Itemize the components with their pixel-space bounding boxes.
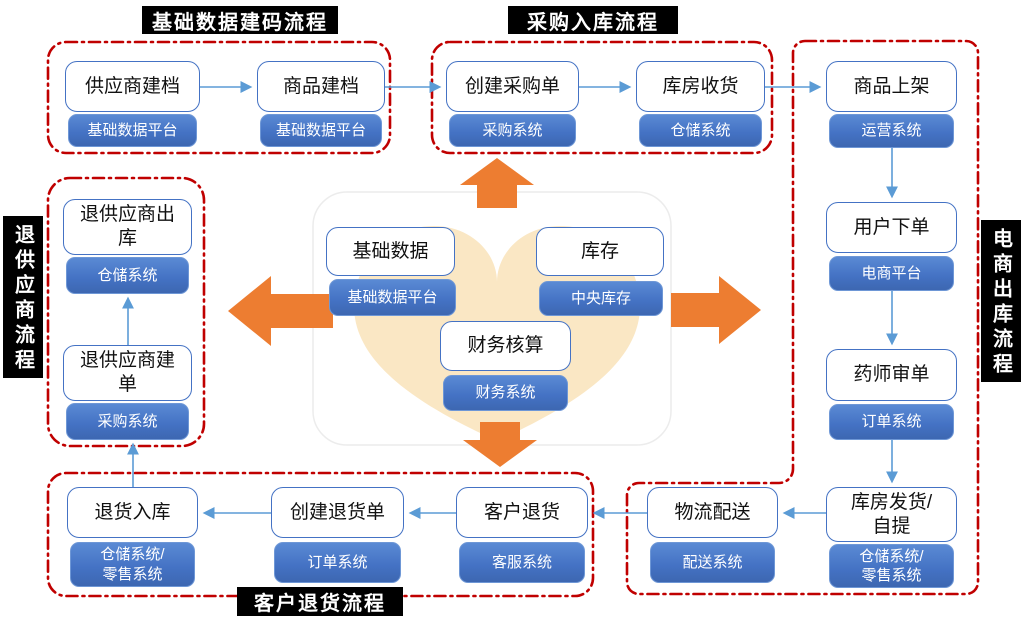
- system-create-return-order: 订单系统: [274, 542, 401, 583]
- dashed-region-basic-data: [46, 40, 392, 155]
- node-product-listing: 商品上架: [826, 61, 957, 112]
- node-master-data: 基础数据: [326, 227, 455, 276]
- system-inventory: 中央库存: [539, 281, 663, 316]
- system-supplier-create: 基础数据平台: [68, 114, 197, 147]
- system-product-create: 基础数据平台: [260, 114, 382, 147]
- dashed-region-ecommerce-outbound: [625, 39, 980, 596]
- node-pharmacist-review: 药师审单: [826, 349, 957, 401]
- flow-arrow-down-icon: [463, 422, 537, 467]
- flow-arrow-up-icon: [460, 158, 534, 208]
- system-product-listing: 运营系统: [829, 114, 954, 148]
- node-warehouse-receive: 库房收货: [636, 61, 765, 112]
- node-logistics-delivery: 物流配送: [647, 487, 778, 538]
- node-supplier-return-outbound: 退供应商出 库: [63, 199, 192, 255]
- system-user-order: 电商平台: [829, 256, 954, 291]
- node-inventory: 库存: [536, 227, 664, 276]
- system-master-data: 基础数据平台: [329, 279, 456, 316]
- dashed-region-supplier-return: [46, 176, 206, 448]
- flow-arrow-right-icon: [671, 276, 761, 344]
- header-ecommerce-outbound-flow: 电商出库流程: [981, 220, 1021, 382]
- system-finance: 财务系统: [443, 375, 568, 411]
- header-basic-data-flow: 基础数据建码流程: [142, 6, 338, 34]
- system-create-po: 采购系统: [449, 114, 576, 147]
- node-supplier-return-create: 退供应商建 单: [63, 345, 192, 401]
- system-logistics-delivery: 配送系统: [650, 542, 775, 583]
- node-create-po: 创建采购单: [446, 61, 579, 112]
- node-finance: 财务核算: [440, 321, 571, 371]
- system-supplier-return-outbound: 仓储系统: [66, 257, 189, 294]
- system-return-inbound: 仓储系统/ 零售系统: [70, 542, 195, 587]
- header-purchase-inbound-flow: 采购入库流程: [508, 6, 678, 34]
- header-customer-return-flow: 客户退货流程: [237, 587, 403, 616]
- dashed-region-purchase-inbound: [430, 40, 774, 155]
- system-pharmacist-review: 订单系统: [829, 404, 954, 440]
- system-warehouse-receive: 仓储系统: [639, 114, 762, 147]
- header-supplier-return-flow: 退供应商流程: [3, 216, 43, 378]
- node-user-order: 用户下单: [826, 202, 957, 253]
- flow-arrow-left-icon: [228, 276, 333, 346]
- node-product-create: 商品建档: [257, 61, 385, 112]
- node-create-return-order: 创建退货单: [271, 487, 404, 538]
- node-supplier-create: 供应商建档: [65, 61, 200, 112]
- system-warehouse-ship: 仓储系统/ 零售系统: [829, 544, 954, 588]
- node-return-inbound: 退货入库: [67, 487, 198, 538]
- system-customer-return: 客服系统: [459, 542, 585, 583]
- system-supplier-return-create: 采购系统: [66, 403, 189, 440]
- node-customer-return: 客户退货: [456, 487, 588, 538]
- node-warehouse-ship: 库房发货/ 自提: [826, 487, 957, 542]
